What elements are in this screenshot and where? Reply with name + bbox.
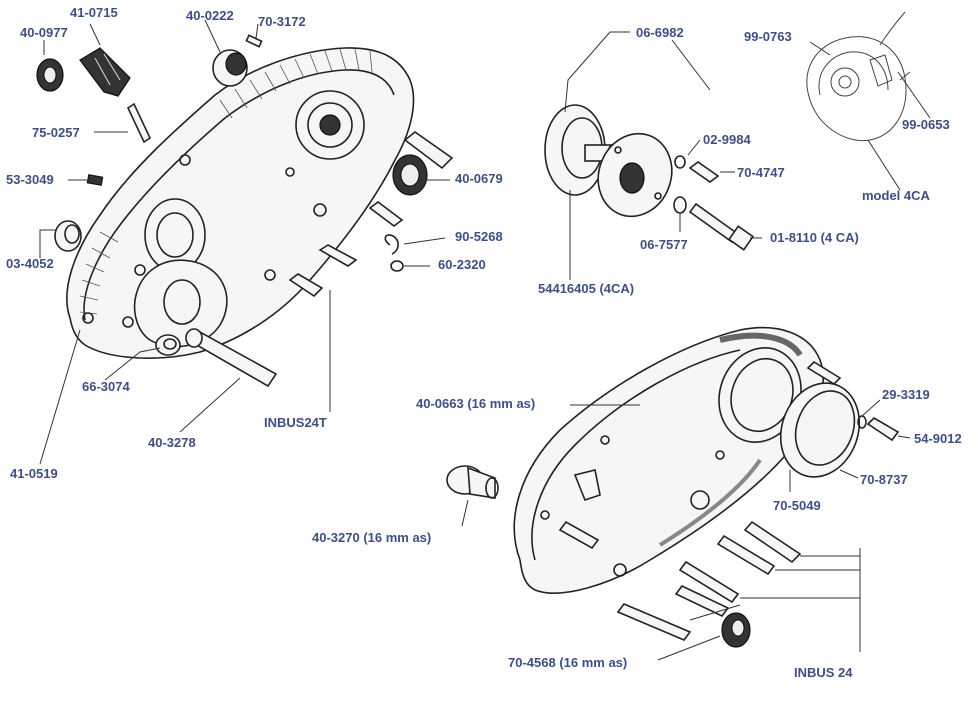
label-model-4ca: model 4CA xyxy=(862,188,930,203)
label-99-0653: 99-0653 xyxy=(902,117,950,132)
clip-90-5268 xyxy=(384,234,399,255)
stud-40-3278 xyxy=(185,328,278,388)
label-06-7577: 06-7577 xyxy=(640,237,688,252)
label-99-0763: 99-0763 xyxy=(744,29,792,44)
points-base-plate xyxy=(597,132,673,218)
boot-41-0715 xyxy=(79,47,131,97)
label-60-2320: 60-2320 xyxy=(438,257,486,272)
label-41-0715: 41-0715 xyxy=(70,5,118,20)
leaders-top-right xyxy=(809,41,931,191)
bush-40-0222 xyxy=(212,49,248,87)
screw-53-3049 xyxy=(86,174,104,186)
label-29-3319: 29-3319 xyxy=(882,387,930,402)
washer-06-7577 xyxy=(673,196,687,214)
label-70-3172: 70-3172 xyxy=(258,14,306,29)
label-inbus24t: INBUS24T xyxy=(264,415,327,430)
washer-60-2320 xyxy=(390,260,404,272)
crankcase-half xyxy=(66,47,415,359)
primary-cover xyxy=(513,326,824,594)
label-54416405: 54416405 (4CA) xyxy=(538,281,635,296)
leaders-lower-right xyxy=(461,399,911,661)
label-40-0679: 40-0679 xyxy=(455,171,503,186)
label-70-5049: 70-5049 xyxy=(773,498,821,513)
nut-40-0977 xyxy=(36,58,64,92)
washer-02-9984 xyxy=(674,155,686,169)
bolt-inbus24t xyxy=(288,273,324,298)
label-53-3049: 53-3049 xyxy=(6,172,54,187)
nut-70-4568 xyxy=(721,612,751,648)
label-41-0519: 41-0519 xyxy=(10,466,58,481)
bolt-01-8110 xyxy=(688,202,755,251)
label-40-0663: 40-0663 (16 mm as) xyxy=(416,396,536,411)
model-4ca-drawing xyxy=(806,11,911,142)
label-54-9012: 54-9012 xyxy=(914,431,962,446)
screw-70-4747 xyxy=(688,161,720,183)
label-02-9984: 02-9984 xyxy=(703,132,751,147)
bush-40-3270 xyxy=(446,465,499,499)
label-06-6982: 06-6982 xyxy=(636,25,684,40)
label-01-8110: 01-8110 (4 CA) xyxy=(770,230,859,245)
screws-inbus-24 xyxy=(558,520,802,641)
label-66-3074: 66-3074 xyxy=(82,379,130,394)
label-40-0977: 40-0977 xyxy=(20,25,68,40)
label-70-8737: 70-8737 xyxy=(860,472,908,487)
label-40-3270: 40-3270 (16 mm as) xyxy=(312,530,432,545)
label-40-0222: 40-0222 xyxy=(186,8,234,23)
leaders-middle xyxy=(564,31,762,280)
bush-66-3074 xyxy=(155,334,181,356)
label-90-5268: 90-5268 xyxy=(455,229,503,244)
label-70-4747: 70-4747 xyxy=(737,165,785,180)
label-40-3278: 40-3278 xyxy=(148,435,196,450)
label-75-0257: 75-0257 xyxy=(32,125,80,140)
label-inbus-24: INBUS 24 xyxy=(794,665,853,680)
screw-54-9012 xyxy=(866,416,900,442)
label-03-4052: 03-4052 xyxy=(6,256,54,271)
label-70-4568: 70-4568 (16 mm as) xyxy=(508,655,628,670)
bush-03-4052 xyxy=(54,220,82,252)
leaders-left xyxy=(39,19,450,465)
inspection-cap-70-8737 xyxy=(779,382,861,478)
pin-70-3172 xyxy=(245,34,263,48)
bolt-near-40-0679 xyxy=(368,201,404,227)
bearing-40-0679 xyxy=(392,131,454,196)
